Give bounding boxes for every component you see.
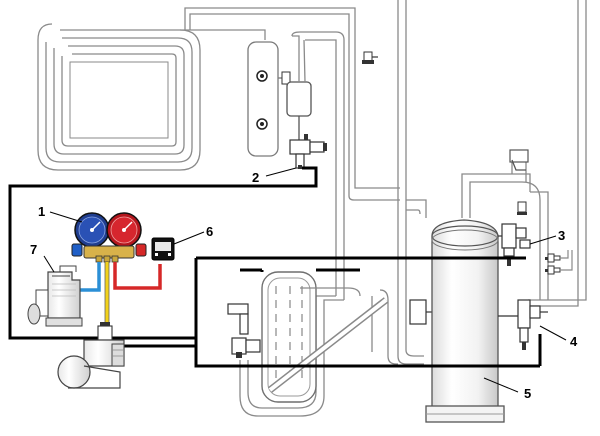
electronic-scale xyxy=(151,237,175,261)
callout-3: 3 xyxy=(558,228,565,243)
refrigerant-cylinder xyxy=(27,265,83,327)
service-port-top xyxy=(362,51,378,64)
callout-leaders xyxy=(43,167,567,393)
callout-7: 7 xyxy=(30,242,37,257)
heat-exchanger xyxy=(261,271,389,403)
service-hose-black xyxy=(8,166,542,368)
callout-1: 1 xyxy=(38,204,45,219)
yellow-hose-edge xyxy=(104,262,110,332)
condenser-coil xyxy=(37,7,356,171)
manifold-gauge-set xyxy=(71,212,147,263)
service-hose-black-upper xyxy=(260,268,360,272)
oil-separator xyxy=(409,299,436,325)
callout-2: 2 xyxy=(252,170,259,185)
red-hose xyxy=(113,262,162,290)
callout-6: 6 xyxy=(206,224,213,239)
refrigerant-pipework xyxy=(239,0,587,417)
expansion-valve xyxy=(227,303,261,358)
liquid-receiver xyxy=(185,29,279,157)
compressor xyxy=(425,219,505,423)
service-valve-3 xyxy=(498,201,531,266)
callout-5: 5 xyxy=(524,386,531,401)
service-valve-4 xyxy=(498,299,548,350)
vacuum-pump xyxy=(57,322,125,389)
callout-4: 4 xyxy=(570,334,578,349)
blue-hose xyxy=(80,262,101,292)
filter-drier xyxy=(278,31,345,170)
service-fittings-right xyxy=(545,250,573,275)
